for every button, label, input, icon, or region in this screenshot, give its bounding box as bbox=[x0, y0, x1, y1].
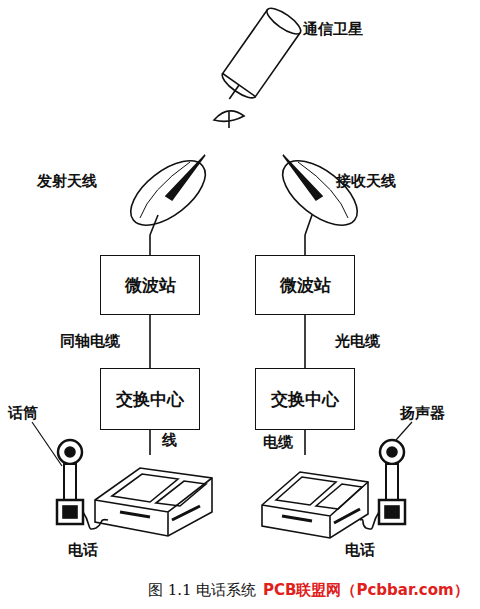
handset-grip bbox=[386, 464, 398, 500]
dish-stand bbox=[150, 215, 158, 235]
node-label: 接收天线 bbox=[336, 172, 396, 191]
handset-cord bbox=[83, 512, 108, 529]
node-label: 交换中心 bbox=[116, 388, 184, 411]
dish-shade bbox=[140, 162, 190, 218]
phone-buttons bbox=[282, 509, 360, 523]
node-label: 电话 bbox=[345, 541, 375, 560]
handset-grille bbox=[385, 506, 399, 518]
exchange-box: 交换中心 bbox=[100, 368, 200, 430]
telephone: 电话 bbox=[90, 455, 210, 535]
telephone: 电话 bbox=[245, 455, 365, 535]
transmit-dish-symbol bbox=[120, 149, 216, 238]
telephone-symbol bbox=[262, 422, 412, 538]
cable-line bbox=[304, 235, 306, 255]
node-label: 微波站 bbox=[125, 274, 176, 297]
station-box: 微波站 bbox=[255, 255, 355, 315]
satellite-top bbox=[263, 4, 304, 38]
antenna: 接收天线 bbox=[260, 145, 350, 235]
node-label: 电话 bbox=[68, 541, 98, 560]
satellite-symbol bbox=[213, 4, 304, 110]
phone-edge bbox=[262, 482, 368, 538]
leader-line bbox=[396, 422, 412, 440]
handset-earpiece bbox=[58, 440, 82, 464]
cable-label: 光电缆 bbox=[335, 332, 380, 351]
receive-dish-symbol bbox=[272, 149, 368, 238]
figure-caption: 图 1.1 电话系统 bbox=[148, 581, 256, 600]
handset-mouthpiece bbox=[57, 500, 83, 524]
phone-screen bbox=[112, 474, 178, 502]
dish-feed bbox=[283, 155, 322, 200]
phone-buttons bbox=[120, 506, 200, 520]
cable-line bbox=[304, 315, 306, 368]
phone-base bbox=[262, 472, 368, 538]
watermark: PCB联盟网（Pcbbar.com） bbox=[263, 581, 469, 600]
phone-edge bbox=[95, 478, 212, 536]
phone-screen bbox=[276, 477, 336, 505]
satellite-dish-stem bbox=[228, 112, 230, 128]
node-label: 微波站 bbox=[280, 274, 331, 297]
handset-grip bbox=[64, 464, 76, 500]
phone-keys bbox=[316, 484, 362, 509]
satellite-mast bbox=[229, 85, 239, 99]
dish-rim bbox=[272, 149, 368, 238]
cable-line bbox=[304, 430, 306, 455]
cable-line bbox=[149, 235, 151, 255]
handset-grille bbox=[387, 447, 397, 457]
node-label: 发射天线 bbox=[37, 172, 97, 191]
dish-rim bbox=[120, 149, 216, 238]
cable-line bbox=[149, 430, 151, 455]
dish-stand bbox=[305, 215, 312, 235]
phone-keys bbox=[156, 481, 206, 506]
handset-cord bbox=[360, 512, 379, 529]
handset-mouthpiece bbox=[379, 500, 405, 524]
dish-feed bbox=[166, 155, 205, 200]
leader-line bbox=[32, 422, 62, 466]
exchange-box: 交换中心 bbox=[255, 368, 355, 430]
part-label: 扬声器 bbox=[400, 404, 445, 423]
phone-base bbox=[95, 468, 212, 536]
cable-label: 同轴电缆 bbox=[60, 332, 120, 351]
cable-line bbox=[149, 315, 151, 368]
cable-label: 电缆 bbox=[263, 433, 293, 452]
cable-label: 线 bbox=[162, 431, 177, 450]
satellite-bottom bbox=[219, 74, 256, 103]
part-label: 话筒 bbox=[8, 404, 38, 423]
node-label: 交换中心 bbox=[271, 388, 339, 411]
telephone-symbol bbox=[32, 422, 212, 536]
handset-grille bbox=[65, 447, 75, 457]
part-label: 通信卫星 bbox=[303, 20, 363, 39]
antenna: 发射天线 bbox=[105, 145, 195, 235]
station-box: 微波站 bbox=[100, 255, 200, 315]
handset-grille bbox=[63, 506, 77, 518]
handset-earpiece bbox=[380, 440, 404, 464]
